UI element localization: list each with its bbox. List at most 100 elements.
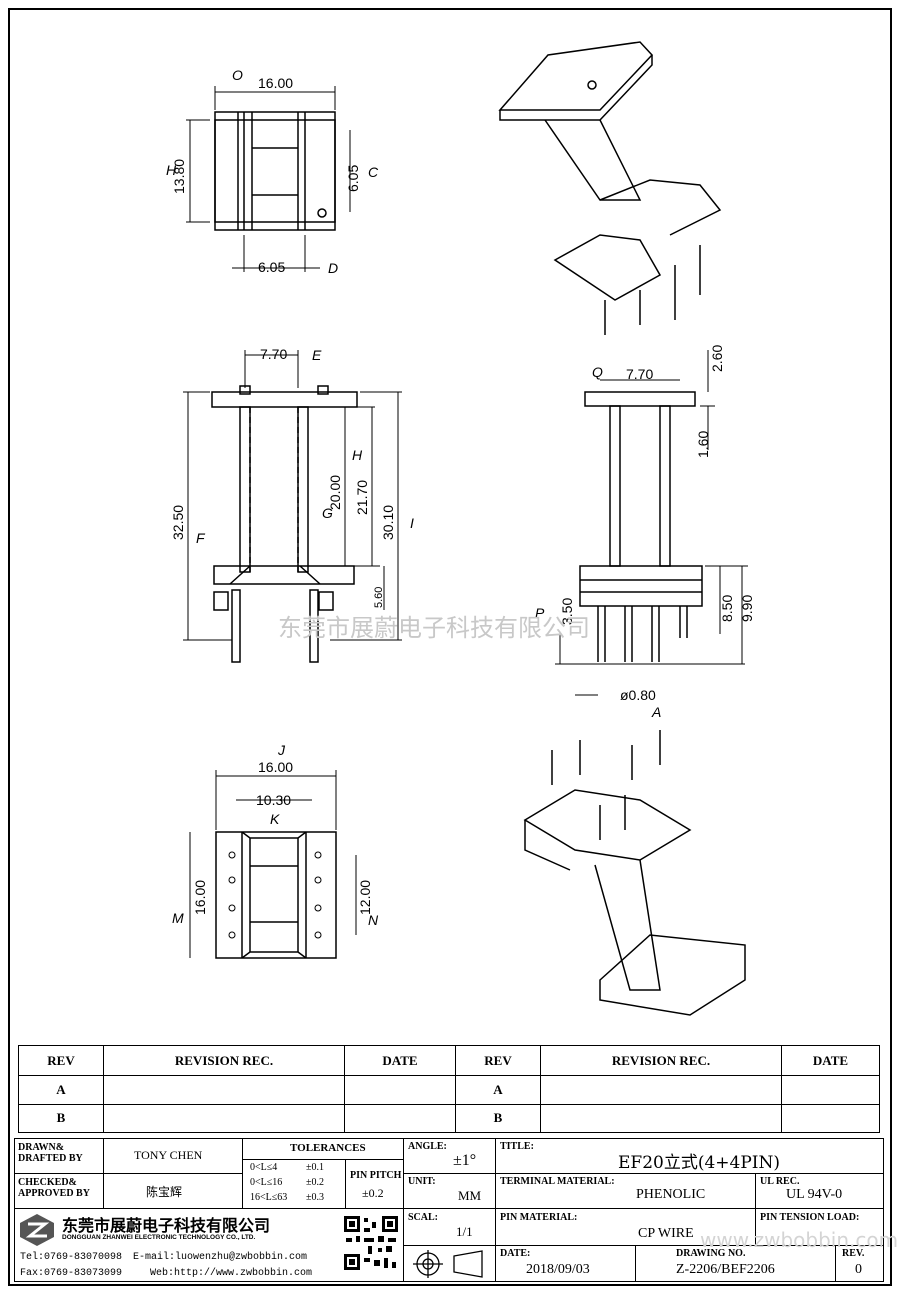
watermark-url: www.zwbobbin.com	[700, 1228, 899, 1252]
label-E: E	[312, 347, 322, 363]
tol-value-3: ±0.3	[306, 1192, 324, 1203]
company-tel: Tel:0769-83070098	[20, 1252, 123, 1263]
scale-value: 1/1	[456, 1224, 473, 1239]
rev-a-2: A	[455, 1075, 541, 1105]
label-C: C	[368, 164, 379, 180]
dim-side-990: 9.90	[739, 595, 755, 622]
tol-range-3: 16<L≤63	[250, 1192, 288, 1203]
iso-view-top	[498, 41, 722, 335]
dim-front-e: 7.70	[260, 346, 287, 362]
dim-front-g: 20.00	[327, 475, 343, 510]
angle-value: ±1°	[453, 1152, 477, 1169]
side-view	[555, 350, 748, 696]
dim-bottom-j: 16.00	[258, 759, 293, 775]
angle-label: ANGLE:	[408, 1141, 447, 1152]
company-name-en: DONGGUAN ZHANWEI ELECTRONIC TECHNOLOGY C…	[62, 1234, 256, 1241]
drawing-sheet	[8, 8, 892, 1286]
rev-a-rec-2	[540, 1075, 782, 1105]
rev-a: A	[18, 1075, 104, 1105]
label-Q: Q	[592, 364, 603, 380]
label-A: A	[651, 704, 661, 720]
terminal-value: PHENOLIC	[636, 1187, 706, 1202]
pin-material-label: PIN MATERIAL:	[500, 1212, 578, 1223]
watermark-company: 东莞市展蔚电子科技有限公司	[278, 614, 590, 642]
rev-a-rec	[103, 1075, 345, 1105]
rev-b-2: B	[455, 1103, 541, 1133]
dim-front-h: 21.70	[354, 480, 370, 515]
unit-value: MM	[458, 1188, 482, 1203]
tolerances-label: TOLERANCES	[290, 1142, 366, 1154]
label-D: D	[328, 260, 338, 276]
tol-value-1: ±0.1	[306, 1162, 324, 1173]
company-web: Web:http://www.zwbobbin.com	[150, 1268, 313, 1279]
tol-range-1: 0<L≤4	[250, 1162, 278, 1173]
rev-b-date	[344, 1103, 456, 1133]
dim-side-top: 2.60	[709, 345, 725, 372]
revision-table: REV REVISION REC. DATE REV REVISION REC.…	[18, 1045, 880, 1133]
terminal-label: TERMINAL MATERIAL:	[500, 1176, 615, 1187]
company-fax: Fax:0769-83073099	[20, 1268, 123, 1279]
date-value: 2018/09/03	[526, 1262, 590, 1277]
company-name-cn: 东莞市展蔚电子科技有限公司	[62, 1216, 271, 1235]
drawn-label: DRAWN& DRAFTED BY	[18, 1142, 83, 1164]
projection-symbol-icon	[413, 1250, 483, 1278]
ul-value: UL 94V-0	[786, 1187, 843, 1202]
label-O: O	[232, 67, 243, 83]
rev-cell	[835, 1245, 884, 1282]
dim-side-q: 7.70	[626, 366, 653, 382]
company-logo	[20, 1214, 54, 1246]
date-label: DATE:	[500, 1248, 531, 1259]
scale-label: SCAL:	[408, 1212, 439, 1223]
title-label: TITLE:	[500, 1141, 534, 1152]
pin-pitch-cell	[345, 1159, 404, 1209]
date-header: DATE	[344, 1045, 456, 1076]
label-J: J	[277, 742, 286, 758]
dim-side-850: 8.50	[719, 595, 735, 622]
qr-code	[342, 1214, 400, 1272]
label-H: H	[166, 162, 177, 178]
technical-drawing: O 16.00 H 13.80 6.05 C 6.05 D 7.70 E 32.…	[166, 41, 755, 1016]
dim-side-flange: 1.60	[695, 431, 711, 458]
rev-b: B	[18, 1103, 104, 1133]
dim-front-f: 32.50	[170, 505, 186, 540]
company-cell	[14, 1208, 404, 1282]
pin-pitch-value: ±0.2	[362, 1186, 384, 1200]
pin-material-value: CP WIRE	[638, 1226, 694, 1241]
rev-b-date-2	[781, 1103, 880, 1133]
revision-rec-header-2: REVISION REC.	[540, 1045, 782, 1076]
drawing-no-value: Z-2206/BEF2206	[676, 1262, 775, 1277]
front-view	[183, 350, 402, 663]
label-I: I	[410, 515, 414, 531]
title-value: EF20立式(4+4PIN)	[618, 1153, 781, 1173]
tol-value-2: ±0.2	[306, 1177, 324, 1188]
rev-a-date-2	[781, 1075, 880, 1105]
rev-b-rec-2	[540, 1103, 782, 1133]
rev-value: 0	[855, 1262, 862, 1277]
dim-bottom-k: 10.30	[256, 792, 291, 808]
dim-top-height: 13.80	[171, 159, 187, 194]
pin-pitch-label: PIN PITCH	[350, 1170, 402, 1181]
label-H2: H	[352, 447, 363, 463]
date-header-2: DATE	[781, 1045, 880, 1076]
label-G: G	[322, 505, 333, 521]
label-N: N	[368, 912, 379, 928]
revision-rec-header: REVISION REC.	[103, 1045, 345, 1076]
label-F: F	[196, 530, 206, 546]
dim-side-pin-dia: ø0.80	[620, 687, 656, 703]
dim-bottom-n: 12.00	[357, 880, 373, 915]
rev-label: REV.	[842, 1248, 865, 1259]
ul-label: UL REC.	[760, 1176, 800, 1187]
dim-top-width: 16.00	[258, 75, 293, 91]
unit-label: UNIT:	[408, 1176, 436, 1187]
top-view	[186, 86, 351, 272]
drawn-value: TONY CHEN	[134, 1148, 203, 1162]
drawing-no-label: DRAWING NO.	[676, 1248, 746, 1259]
dim-top-c: 6.05	[345, 165, 361, 192]
company-email: E-mail:luowenzhu@zwbobbin.com	[133, 1252, 308, 1263]
checked-value: 陈宝辉	[146, 1185, 183, 1199]
dim-front-i: 30.10	[380, 505, 396, 540]
label-M: M	[172, 910, 184, 926]
checked-label: CHECKED& APPROVED BY	[18, 1177, 90, 1199]
label-P: P	[535, 605, 545, 621]
dim-bottom-m: 16.00	[192, 880, 208, 915]
